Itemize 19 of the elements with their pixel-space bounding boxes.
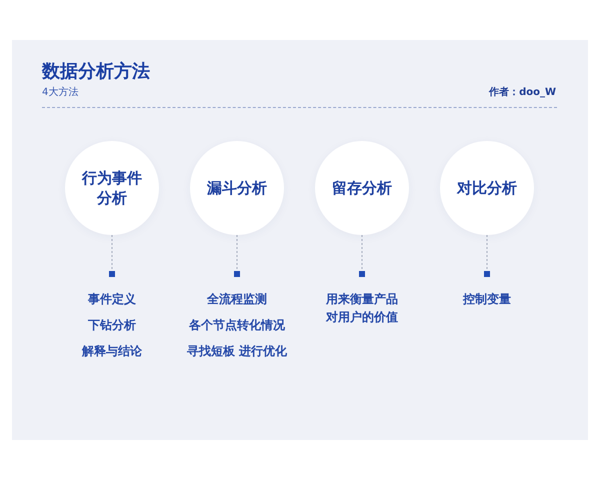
dashed-connector (359, 234, 365, 278)
circle-label: 对比分析 (457, 178, 517, 198)
list-item-text: 下钻分析 (88, 317, 136, 334)
dashed-connector (234, 234, 240, 278)
dashed-connector (109, 234, 115, 278)
dashed-connector (484, 234, 490, 278)
author-note: 作者：doo_W (489, 86, 556, 100)
circle-label: 行为事件分析 (80, 168, 143, 208)
list-item-text: 全流程监测 (207, 291, 267, 308)
list-item-text: 寻找短板 进行优化 (186, 343, 288, 360)
subtitle: 4大方法 (42, 86, 78, 100)
title: 数据分析方法 (42, 60, 150, 84)
circle-label: 留存分析 (332, 178, 392, 198)
list-item-text: 事件定义 (88, 291, 136, 308)
list-item-text: 各个节点转化情况 (189, 317, 285, 334)
circle-label: 漏斗分析 (207, 178, 267, 198)
list-item-text: 解释与结论 (82, 343, 142, 360)
list-item-text: 用来衡量产品对用户的价值 (324, 291, 399, 326)
list-item-text: 控制变量 (463, 291, 511, 308)
